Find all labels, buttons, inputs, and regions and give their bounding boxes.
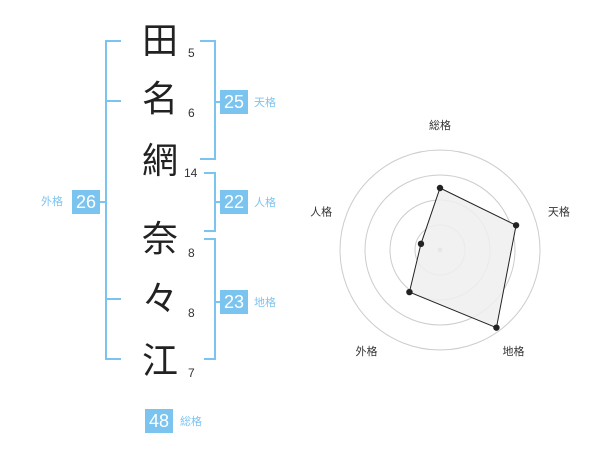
chikaku-badge: 23 [220, 290, 248, 314]
stroke-count-2: 6 [188, 106, 195, 120]
radar-axis-label: 外格 [356, 344, 378, 358]
radar-ring [339, 149, 541, 351]
radar-area [408, 187, 517, 329]
radar-axis-label: 地格 [502, 344, 524, 358]
soukaku-badge: 48 [145, 409, 173, 433]
jinkaku-badge: 22 [220, 190, 248, 214]
radar-axis-label: 総格 [429, 118, 451, 132]
name-char-1: 田 [141, 21, 178, 62]
tenkaku-label: 天格 [254, 96, 276, 109]
stroke-count-5: 8 [188, 306, 195, 320]
name-char-4: 奈 [141, 219, 178, 260]
name-char-6: 江 [141, 341, 178, 382]
radar-points [406, 184, 520, 331]
radar-axis-label: 天格 [548, 204, 570, 218]
jinkaku-label: 人格 [254, 196, 276, 209]
gaikaku-label: 外格 [41, 195, 63, 208]
chikaku-label: 地格 [254, 296, 276, 309]
gaikaku-badge: 26 [72, 190, 100, 214]
radar-point [493, 324, 500, 331]
radar-point [512, 222, 520, 229]
radar-axis-label: 人格 [310, 204, 332, 218]
radar-point [436, 184, 444, 192]
name-char-2: 名 [141, 79, 178, 120]
radar-point [406, 288, 413, 296]
soukaku-label: 総格 [180, 415, 202, 428]
name-char-5: 々 [141, 279, 178, 320]
name-char-3: 網 [141, 141, 178, 182]
stroke-count-3: 14 [184, 166, 198, 180]
stroke-count-1: 5 [188, 46, 195, 60]
radar-point [417, 240, 425, 248]
radar-ring [364, 174, 516, 326]
stroke-count-4: 8 [188, 246, 195, 260]
tenkaku-badge: 25 [220, 90, 248, 114]
stroke-count-6: 7 [188, 366, 195, 380]
